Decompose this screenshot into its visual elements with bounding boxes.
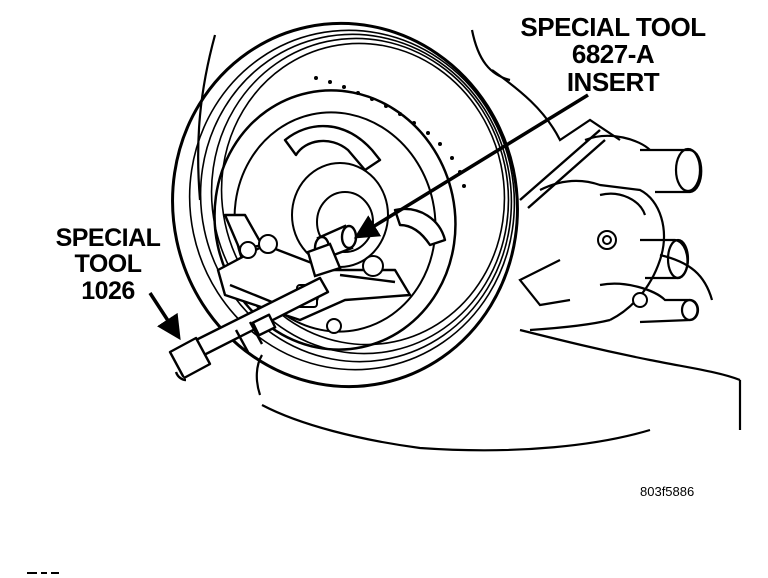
callout-line: 1026 xyxy=(81,276,135,305)
insert-tool-callout: SPECIAL TOOL 6827-A INSERT xyxy=(502,12,724,97)
vibration-damper xyxy=(171,21,519,389)
insert-6827a xyxy=(306,224,358,278)
callout-line: SPECIAL TOOL xyxy=(520,12,706,42)
callout-line: 6827-A xyxy=(571,39,655,70)
page-corner-mark xyxy=(27,572,59,574)
callout-line: INSERT xyxy=(566,66,660,97)
callout-arrows xyxy=(148,93,589,341)
puller-tool-callout: SPECIAL TOOL 1026 xyxy=(38,225,178,304)
engine-block-outline xyxy=(197,29,742,452)
figure-code: 803f5886 xyxy=(640,484,695,499)
callout-line: TOOL xyxy=(74,250,142,279)
engine-bolts xyxy=(597,230,648,308)
crankshaft-axis xyxy=(519,129,606,209)
callout-line: SPECIAL xyxy=(55,224,161,252)
puller-callout-arrow xyxy=(148,292,181,341)
insert-callout-arrow xyxy=(353,93,589,239)
forcing-screw-1026 xyxy=(168,276,330,382)
